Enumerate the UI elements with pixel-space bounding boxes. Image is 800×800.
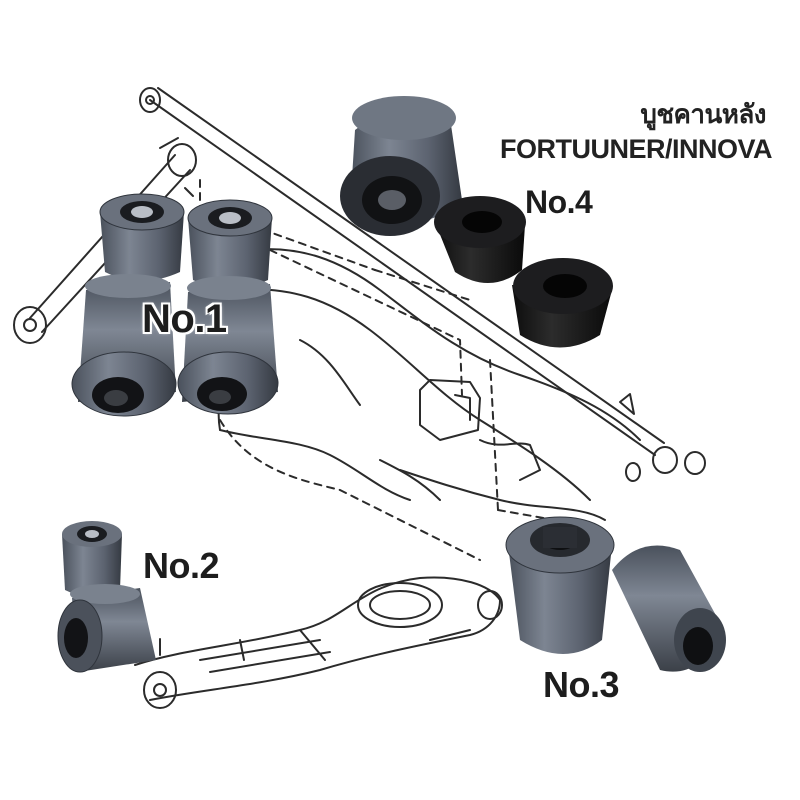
label-no3: No.3 bbox=[543, 664, 620, 705]
bushing-set-no3 bbox=[505, 516, 726, 672]
bushing-no2-small bbox=[62, 521, 122, 597]
bushing-set-no1 bbox=[71, 193, 279, 417]
title-model: FORTUUNER/INNOVA bbox=[500, 134, 773, 164]
label-no2: No.2 bbox=[143, 545, 220, 586]
trailing-arm bbox=[134, 576, 503, 709]
axle-housing bbox=[217, 248, 641, 521]
bushing-no3-upright bbox=[505, 516, 615, 654]
lateral-rod bbox=[139, 87, 706, 482]
bushing-no3-side bbox=[612, 545, 726, 672]
bushing-no2-large bbox=[57, 584, 156, 673]
bushing-no1-d bbox=[177, 276, 279, 415]
bushing-no4-black-a bbox=[434, 196, 526, 284]
bushing-no1-b bbox=[187, 199, 273, 289]
bushing-no1-a bbox=[99, 193, 185, 281]
label-no1: No.1 bbox=[142, 297, 227, 341]
title-thai: บูชคานหลัง bbox=[640, 99, 766, 129]
bushing-no4-grey bbox=[340, 96, 462, 236]
bushing-no1-c bbox=[71, 274, 177, 417]
bushing-set-no4 bbox=[340, 96, 613, 348]
guide-lines bbox=[199, 179, 601, 561]
bushing-no4-black-b bbox=[512, 258, 613, 348]
label-no4: No.4 bbox=[525, 184, 593, 220]
bushing-set-no2 bbox=[57, 521, 156, 673]
